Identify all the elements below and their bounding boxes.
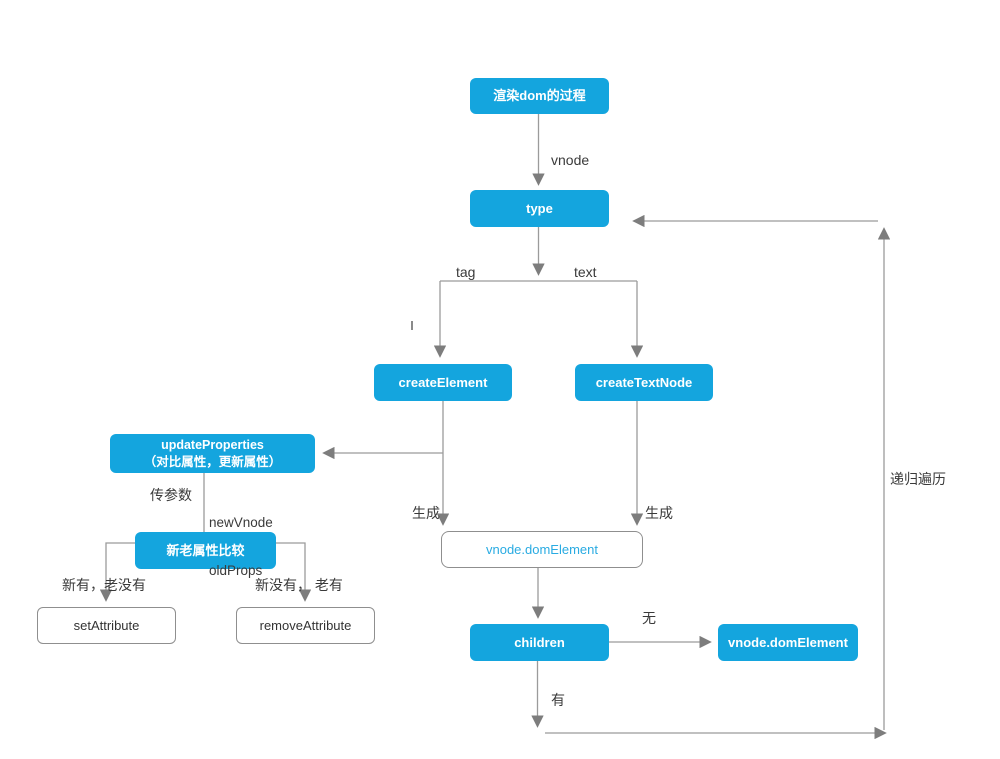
- node-label: type: [526, 200, 553, 216]
- edge-label-params: newVnode oldProps: [209, 483, 273, 611]
- edge-label-generate-right: 生成: [645, 505, 673, 521]
- node-label: vnode.domElement: [485, 541, 598, 557]
- edge-label-newvnode: newVnode: [209, 515, 273, 530]
- node-label-line1: updateProperties: [161, 437, 264, 452]
- edge-label-none: 无: [642, 610, 656, 626]
- node-createelement[interactable]: createElement: [374, 364, 512, 401]
- node-label: 新老属性比较: [166, 542, 245, 558]
- node-removeattribute[interactable]: removeAttribute: [236, 607, 375, 644]
- node-label: 渲染dom的过程: [493, 88, 586, 103]
- node-compare-props[interactable]: 新老属性比较: [135, 532, 276, 569]
- edge-label-new-not-old-has: 新没有， 老有: [255, 577, 343, 593]
- edge-label-oldprops: oldProps: [209, 563, 263, 578]
- edge-compare-to-removeattribute: [276, 542, 312, 602]
- node-label: children: [514, 634, 565, 650]
- node-label-line2: （对比属性，更新属性）: [143, 454, 282, 469]
- node-label: updateProperties （对比属性，更新属性）: [144, 437, 282, 471]
- edge-label-pass-params: 传参数: [150, 487, 192, 503]
- node-label: createTextNode: [595, 374, 693, 390]
- stray-tick-mark: [411, 321, 413, 330]
- node-updateproperties[interactable]: updateProperties （对比属性，更新属性）: [110, 434, 315, 473]
- node-label: createElement: [398, 374, 488, 390]
- node-type[interactable]: type: [470, 190, 609, 227]
- edge-label-recursive-traverse: 递归遍历: [890, 471, 946, 487]
- edge-label-generate-left: 生成: [412, 505, 440, 521]
- edge-label-has: 有: [551, 692, 565, 708]
- node-createtextnode[interactable]: createTextNode: [575, 364, 713, 401]
- edge-label-new-has-old-not: 新有，老没有: [62, 577, 146, 593]
- edge-label-vnode: vnode: [551, 152, 590, 168]
- edge-label-text: text: [574, 264, 597, 280]
- node-label: vnode.domElement: [728, 634, 848, 650]
- node-label: removeAttribute: [259, 617, 352, 633]
- edge-label-tag: tag: [456, 264, 476, 280]
- node-render-dom-process[interactable]: 渲染dom的过程: [470, 78, 609, 114]
- node-vnode-domelement[interactable]: vnode.domElement: [441, 531, 643, 568]
- node-setattribute[interactable]: setAttribute: [37, 607, 176, 644]
- node-children[interactable]: children: [470, 624, 609, 661]
- edge-compare-to-setattribute: [99, 542, 135, 602]
- node-vnode-domelement-2[interactable]: vnode.domElement: [718, 624, 858, 661]
- node-label: setAttribute: [73, 617, 140, 633]
